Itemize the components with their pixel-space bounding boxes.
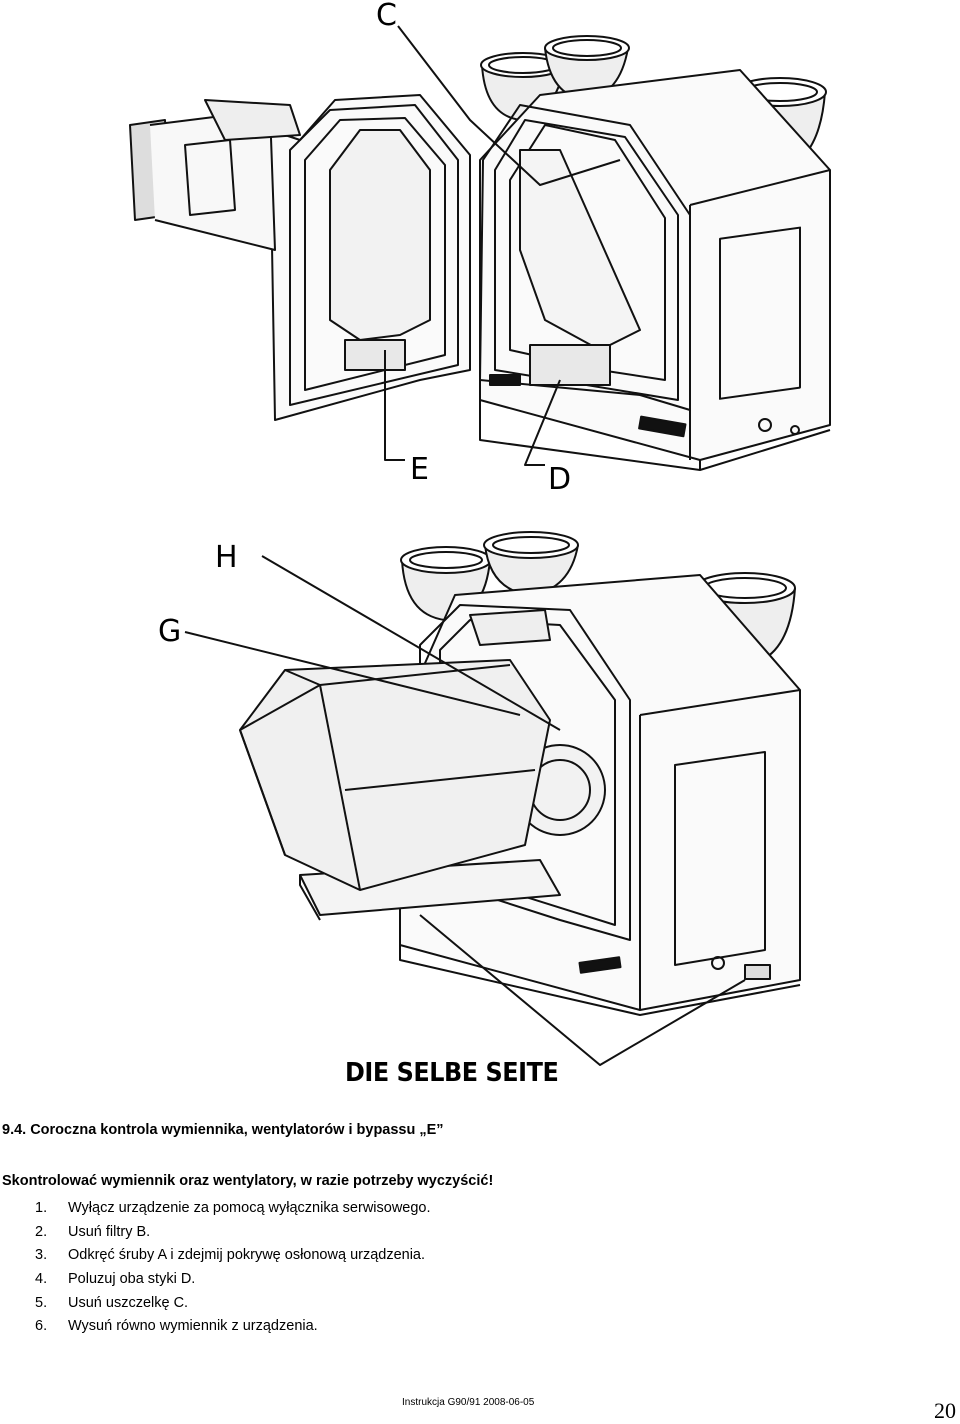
step-text: Wysuń równo wymiennik z urządzenia. [68, 1318, 318, 1335]
unit-exchanger-removal-illustration [184, 531, 801, 1066]
duct-spigot [483, 531, 579, 596]
callout-label-d: D [548, 462, 573, 497]
step-text: Usuń filtry B. [68, 1223, 151, 1240]
duct-spigot [480, 52, 566, 121]
step-number: 4. [35, 1271, 48, 1288]
list-item: 6. Wysuń równo wymiennik z urządzenia. [35, 1315, 431, 1339]
list-item: 3. Odkręć śruby A i zdejmij pokrywę osłon… [35, 1244, 431, 1268]
step-number: 6. [35, 1318, 48, 1335]
step-text: Wyłącz urządzenie za pomocą wyłącznika s… [68, 1200, 431, 1216]
step-number: 1. [35, 1200, 48, 1216]
intro-instruction: Skontrolować wymiennik oraz wentylatory,… [2, 1173, 494, 1189]
list-item: 5. Usuń uszczelkę C. [35, 1292, 431, 1316]
step-number: 5. [35, 1294, 48, 1311]
step-text: Usuń uszczelkę C. [68, 1294, 189, 1311]
steps-list: 1. Wyłącz urządzenie za pomocą wyłącznika… [35, 1197, 431, 1339]
callout-label-c: C [376, 0, 398, 33]
list-item: 1. Wyłącz urządzenie za pomocą wyłącznika… [35, 1197, 431, 1221]
list-item: 2. Usuń filtry B. [35, 1221, 431, 1245]
callout-label-h: H [215, 540, 239, 575]
step-number: 2. [35, 1223, 48, 1240]
callout-label-g: G [158, 614, 183, 649]
callout-label-e: E [410, 452, 430, 487]
footer-doc-reference: Instrukcja G90/91 2008-06-05 [402, 1397, 535, 1408]
unit-open-doors-illustration [129, 25, 831, 471]
list-item: 4. Poluzuj oba styki D. [35, 1268, 431, 1292]
step-number: 3. [35, 1247, 48, 1264]
same-side-caption: DIE SELBE SEITE [345, 1058, 559, 1088]
section-title: 9.4. Coroczna kontrola wymiennika, wenty… [2, 1122, 444, 1138]
step-text: Poluzuj oba styki D. [68, 1271, 196, 1288]
step-text: Odkręć śruby A i zdejmij pokrywę osłonow… [68, 1247, 426, 1264]
page-number: 20 [934, 1398, 956, 1423]
